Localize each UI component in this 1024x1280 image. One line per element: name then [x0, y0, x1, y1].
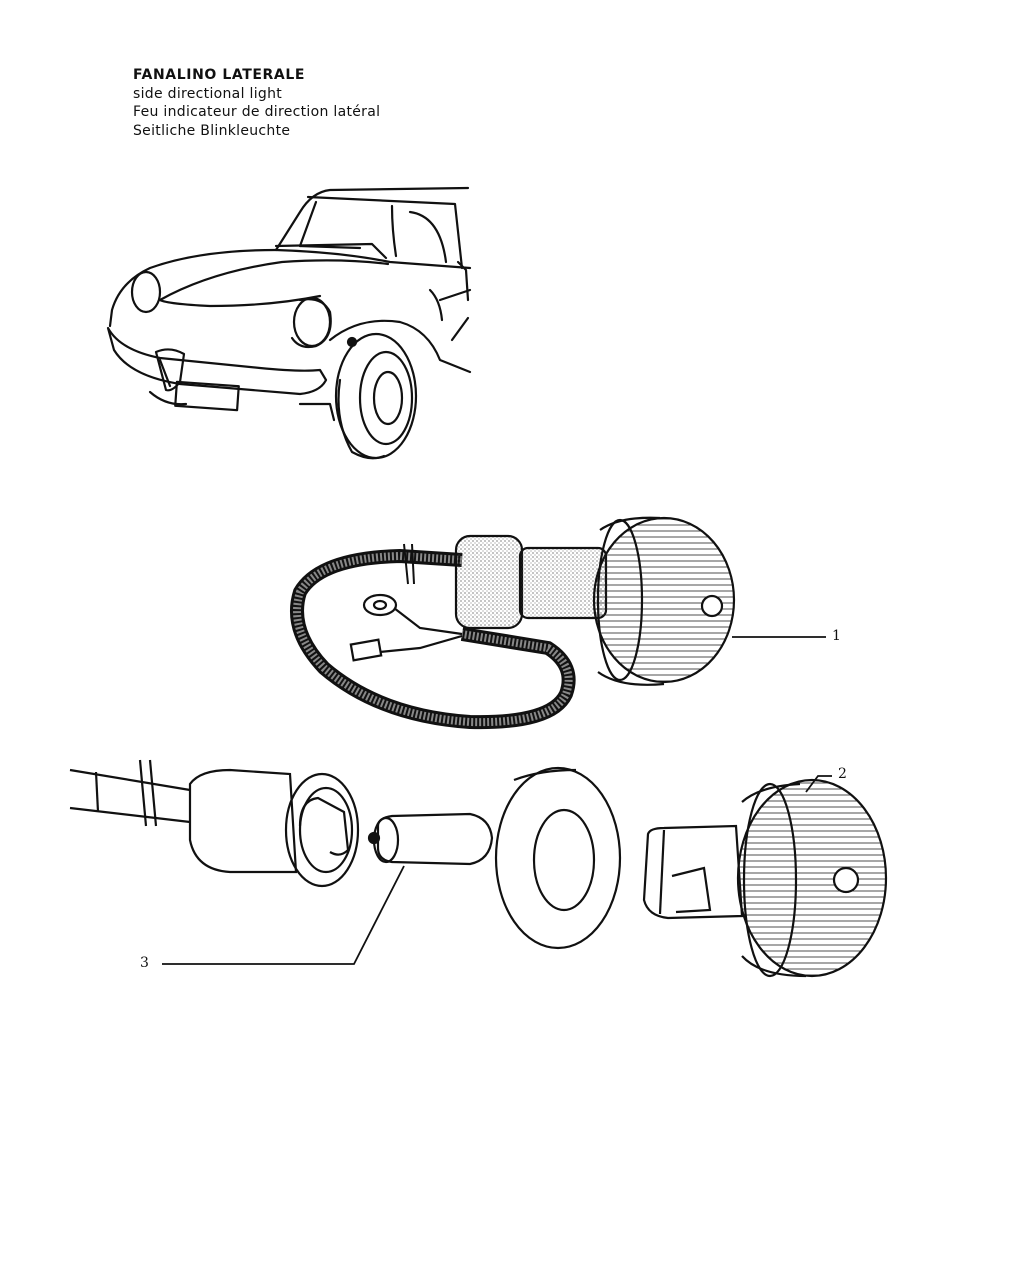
gasket-ring — [494, 766, 622, 950]
title-french: Feu indicateur de direction latéral — [133, 104, 381, 120]
title-block: FANALINO LATERALE side directional light… — [133, 66, 380, 140]
callout-2-leader — [805, 775, 832, 793]
part-3-bulb — [367, 812, 494, 866]
car-illustration — [106, 186, 472, 460]
callout-label-2: 2 — [838, 766, 847, 782]
title-german: Seitliche Blinkleuchte — [133, 122, 291, 139]
callout-label-3: 3 — [140, 955, 149, 971]
callout-label-1: 1 — [832, 628, 841, 644]
title-italian: FANALINO LATERALE — [133, 67, 306, 83]
title-english: side directional light — [133, 85, 283, 102]
cable-and-socket — [69, 759, 360, 888]
callout-3-leader — [162, 865, 405, 965]
part-2-lens — [642, 778, 888, 978]
part-1-lamp-assembly — [290, 516, 736, 730]
